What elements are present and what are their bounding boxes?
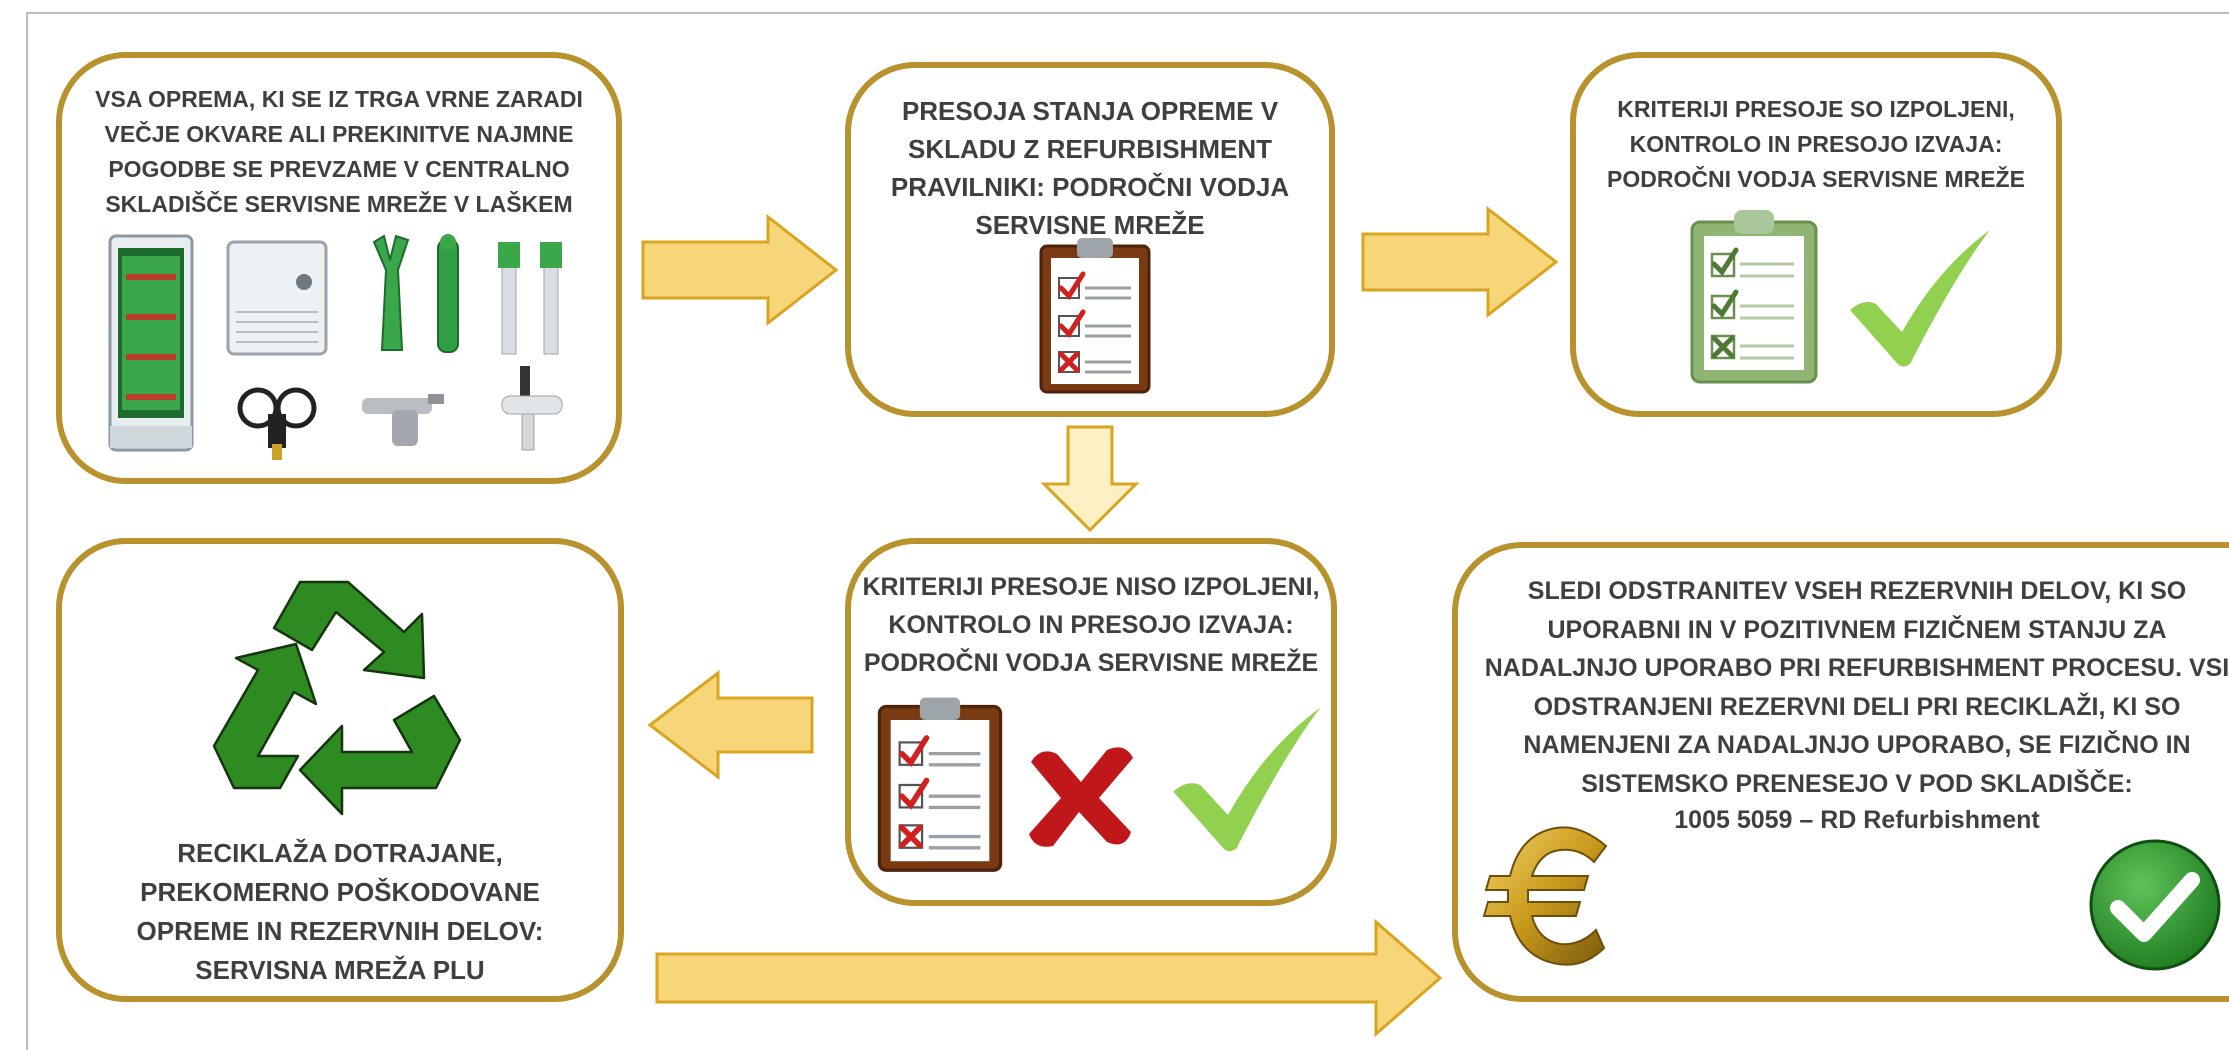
green-check-icon (1173, 707, 1321, 852)
step-spare-parts-box: SLEDI ODSTRANITEV VSEH REZERVNIH DELOV, … (1452, 542, 2229, 1002)
green-clipboard-icon (1690, 210, 1818, 384)
arrow-assessment-to-criteria-met (1361, 206, 1559, 318)
beer-tap-column-icon (437, 234, 459, 353)
recycle-icon (212, 580, 462, 816)
step-intake-text: VSA OPREMA, KI SE IZ TRGA VRNE ZARADI VE… (95, 86, 583, 217)
clipboard-checklist-icon (877, 697, 1003, 872)
step-recycling-text: RECIKLAŽA DOTRAJANE, PREKOMERNO POŠKODOV… (136, 838, 544, 985)
step-criteria-met-text: KRITERIJI PRESOJE SO IZPOLJENI, KONTROLO… (1607, 96, 2025, 192)
keg-coupler-icon (362, 394, 444, 446)
step-spare-parts-text: SLEDI ODSTRANITEV VSEH REZERVNIH DELOV, … (1484, 577, 2229, 798)
clipboard-checklist-icon (1039, 238, 1151, 394)
tap-faucet-icon (501, 366, 563, 451)
step-criteria-not-met-text: KRITERIJI PRESOJE NISO IZPOLJENI, KONTRO… (862, 573, 1320, 677)
arrow-criteria-not-met-to-recycling (647, 670, 814, 780)
canvas-frame (26, 12, 2229, 1050)
arrow-intake-to-assessment (641, 214, 839, 326)
step-criteria-not-met-box: KRITERIJI PRESOJE NISO IZPOLJENI, KONTRO… (845, 538, 1337, 906)
step-recycling-box: RECIKLAŽA DOTRAJANE, PREKOMERNO POŠKODOV… (56, 538, 624, 1002)
beer-fridge-icon (108, 234, 194, 452)
arrow-assessment-to-criteria-not-met (1040, 425, 1140, 533)
step-intake-box: VSA OPREMA, KI SE IZ TRGA VRNE ZARADI VE… (56, 52, 622, 484)
arrow-recycling-to-spare-parts (655, 918, 1443, 1038)
step-criteria-met-box: KRITERIJI PRESOJE SO IZPOLJENI, KONTROLO… (1570, 52, 2062, 417)
beer-tap-twin-icon (498, 242, 562, 355)
beer-tap-tower-icon (372, 234, 410, 351)
beer-cooler-icon (226, 240, 328, 356)
euro-icon (1482, 826, 1608, 966)
green-check-badge-icon (2089, 839, 2221, 971)
red-x-icon (1029, 747, 1133, 847)
pressure-regulator-icon (237, 387, 317, 460)
step-spare-parts-warehouse: 1005 5059 – RD Refurbishment (1674, 806, 2040, 834)
step-assessment-box: PRESOJA STANJA OPREME V SKLADU Z REFURBI… (845, 62, 1335, 417)
green-check-icon (1850, 230, 1990, 367)
step-assessment-text: PRESOJA STANJA OPREME V SKLADU Z REFURBI… (890, 96, 1290, 240)
